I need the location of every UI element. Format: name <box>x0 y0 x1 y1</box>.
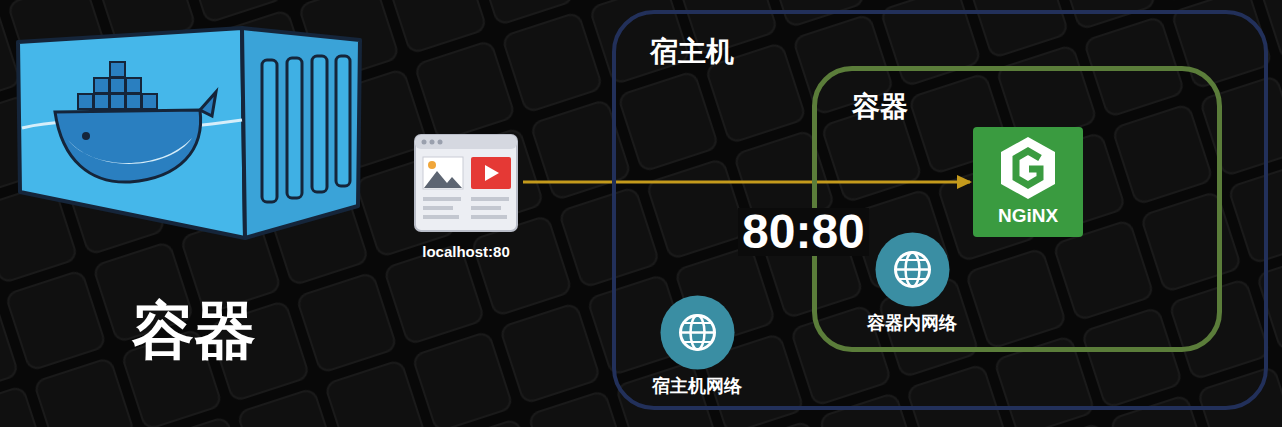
region-box: 宿主机容器 NGiNX 容器内网络宿主机网络 <box>612 10 1268 410</box>
request-arrow <box>523 181 970 184</box>
network-globe: 宿主机网络 <box>652 295 742 397</box>
region-heading: 容器 <box>852 91 908 123</box>
nginx-logo <box>973 127 1083 207</box>
region-heading: 宿主机 <box>650 36 734 68</box>
title-label: 容器 <box>132 300 256 362</box>
network-label: 容器内网络 <box>867 313 957 334</box>
globe-icon <box>660 295 735 370</box>
globe-icon <box>875 232 950 307</box>
network-label: 宿主机网络 <box>652 376 742 397</box>
nginx-box: NGiNX <box>973 127 1083 237</box>
browser-icon <box>413 133 519 233</box>
region-box: 容器 NGiNX 容器内网络 <box>812 66 1222 352</box>
network-globe: 容器内网络 <box>867 232 957 334</box>
port-mapping-label: 80:80 <box>738 208 869 256</box>
nginx-wordmark: NGiNX <box>973 205 1083 227</box>
browser-node: localhost:80 <box>413 133 519 260</box>
address-label: localhost:80 <box>422 243 510 260</box>
